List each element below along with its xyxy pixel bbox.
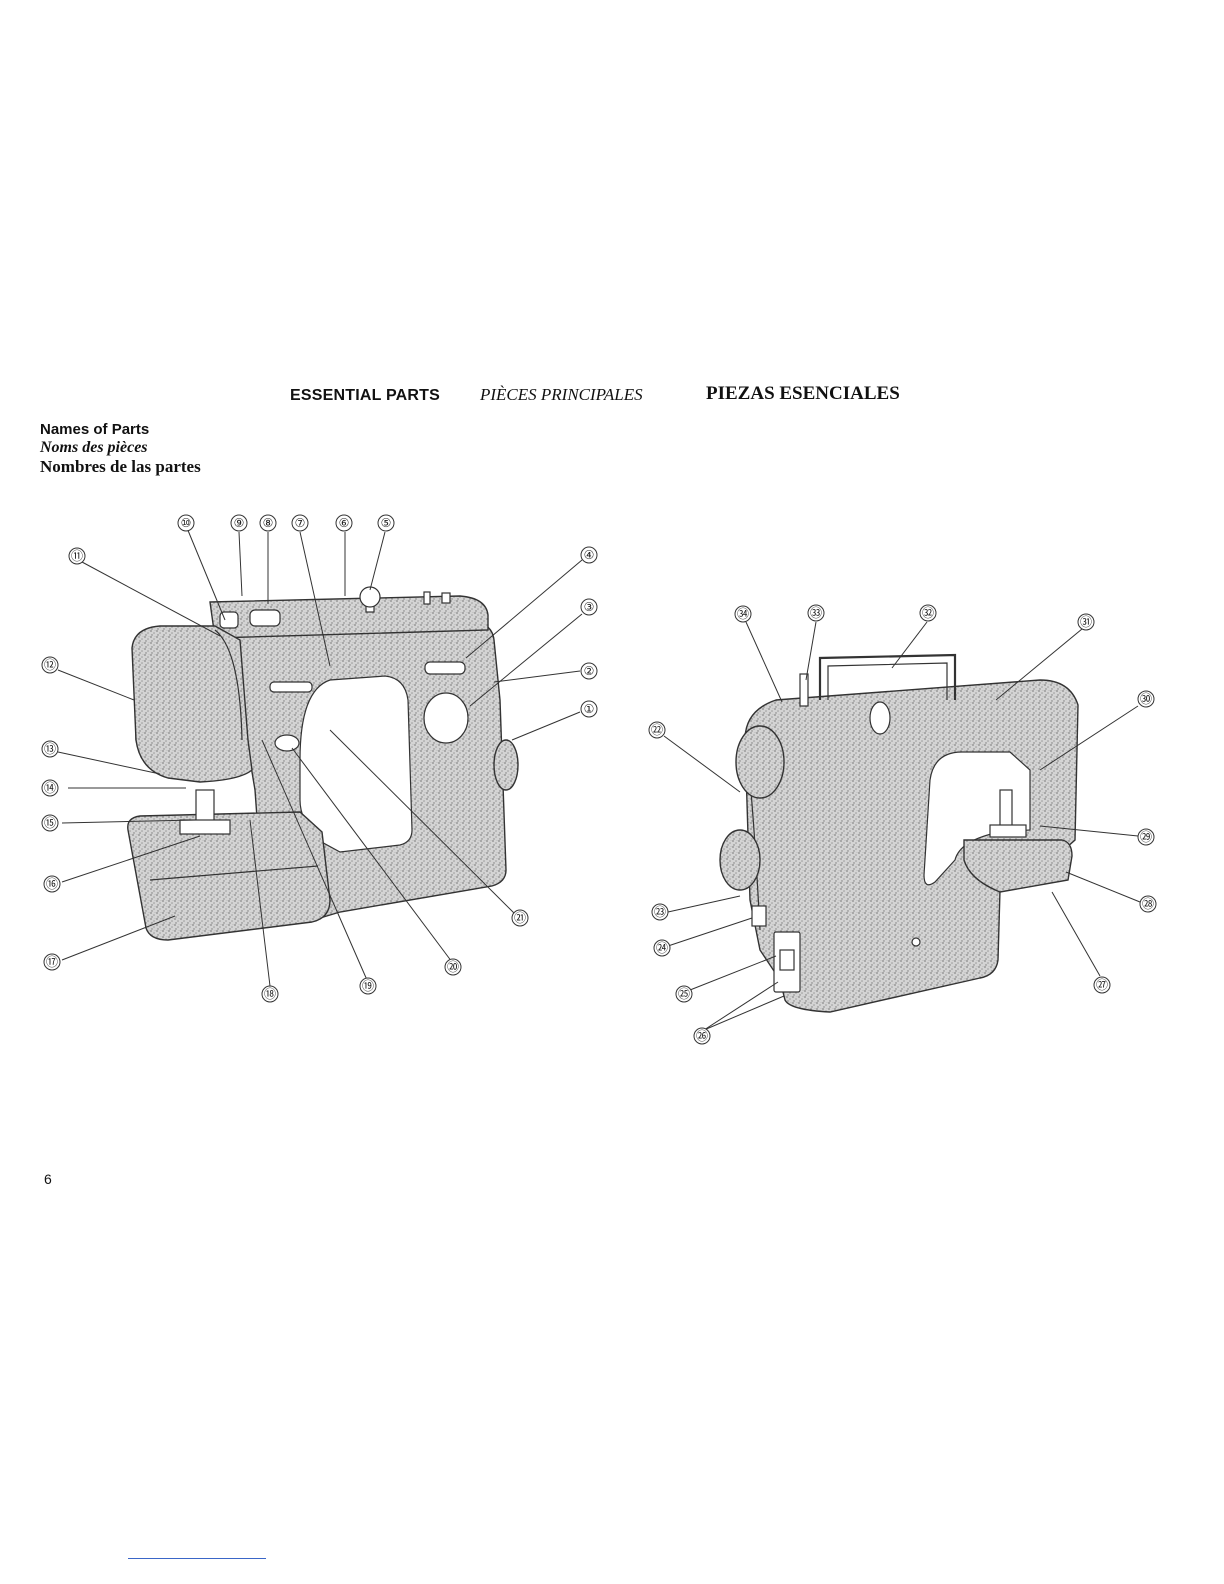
callout-26: ㉖	[694, 1028, 710, 1044]
callout-22: ㉒	[649, 722, 665, 738]
svg-text:㉙: ㉙	[1140, 830, 1152, 844]
svg-text:⑱: ⑱	[264, 987, 276, 1001]
callout-9: ⑨	[231, 515, 247, 531]
svg-text:㉚: ㉚	[1140, 692, 1152, 706]
svg-text:㉜: ㉜	[922, 606, 934, 620]
svg-text:㉘: ㉘	[1142, 897, 1154, 911]
svg-text:⑤: ⑤	[381, 516, 392, 530]
svg-text:⑧: ⑧	[263, 516, 274, 530]
svg-text:㉑: ㉑	[514, 911, 526, 925]
callout-18: ⑱	[262, 986, 278, 1002]
svg-text:㉓: ㉓	[654, 905, 666, 919]
callout-33: ㉝	[808, 605, 824, 621]
footer-rule	[128, 1558, 266, 1559]
callout-24: ㉔	[654, 940, 670, 956]
callout-15: ⑮	[42, 815, 58, 831]
callout-13: ⑬	[42, 741, 58, 757]
svg-text:⑦: ⑦	[295, 516, 306, 530]
svg-text:⑪: ⑪	[71, 549, 83, 563]
callout-4: ④	[581, 547, 597, 563]
callout-16: ⑯	[44, 876, 60, 892]
svg-text:⑫: ⑫	[44, 658, 56, 672]
front-view-machine	[128, 587, 518, 940]
callout-12: ⑫	[42, 657, 58, 673]
svg-text:⑯: ⑯	[46, 877, 58, 891]
callout-1: ①	[581, 701, 597, 717]
svg-text:⑮: ⑮	[44, 816, 56, 830]
svg-text:㉞: ㉞	[737, 607, 749, 621]
svg-text:⑰: ⑰	[46, 955, 58, 969]
callout-34: ㉞	[735, 606, 751, 622]
callout-23: ㉓	[652, 904, 668, 920]
callout-21: ㉑	[512, 910, 528, 926]
callout-31: ㉛	[1078, 614, 1094, 630]
svg-text:⑲: ⑲	[362, 979, 374, 993]
callout-19: ⑲	[360, 978, 376, 994]
svg-text:㉔: ㉔	[656, 941, 668, 955]
rear-view-machine	[720, 655, 1078, 1012]
svg-text:㉗: ㉗	[1096, 978, 1108, 992]
svg-text:㉝: ㉝	[810, 606, 822, 620]
svg-text:①: ①	[584, 702, 595, 716]
callout-7: ⑦	[292, 515, 308, 531]
callout-10: ⑩	[178, 515, 194, 531]
svg-text:⑥: ⑥	[339, 516, 350, 530]
svg-text:⑳: ⑳	[447, 960, 459, 974]
callout-28: ㉘	[1140, 896, 1156, 912]
svg-text:⑭: ⑭	[44, 781, 56, 795]
callout-14: ⑭	[42, 780, 58, 796]
svg-text:②: ②	[584, 664, 595, 678]
callout-32: ㉜	[920, 605, 936, 621]
callout-11: ⑪	[69, 548, 85, 564]
svg-text:⑨: ⑨	[234, 516, 245, 530]
svg-text:㉕: ㉕	[678, 987, 690, 1001]
callout-30: ㉚	[1138, 691, 1154, 707]
svg-text:㉒: ㉒	[651, 723, 663, 737]
svg-text:④: ④	[584, 548, 595, 562]
svg-text:㉖: ㉖	[696, 1029, 708, 1043]
callout-25: ㉕	[676, 986, 692, 1002]
svg-text:⑩: ⑩	[181, 516, 192, 530]
page-number: 6	[44, 1171, 52, 1187]
callout-8: ⑧	[260, 515, 276, 531]
callout-6: ⑥	[336, 515, 352, 531]
svg-text:㉛: ㉛	[1080, 615, 1092, 629]
callout-5: ⑤	[378, 515, 394, 531]
callout-29: ㉙	[1138, 829, 1154, 845]
callout-17: ⑰	[44, 954, 60, 970]
svg-text:⑬: ⑬	[44, 742, 56, 756]
callout-27: ㉗	[1094, 977, 1110, 993]
callout-2: ②	[581, 663, 597, 679]
callout-3: ③	[581, 599, 597, 615]
svg-text:③: ③	[584, 600, 595, 614]
callout-20: ⑳	[445, 959, 461, 975]
